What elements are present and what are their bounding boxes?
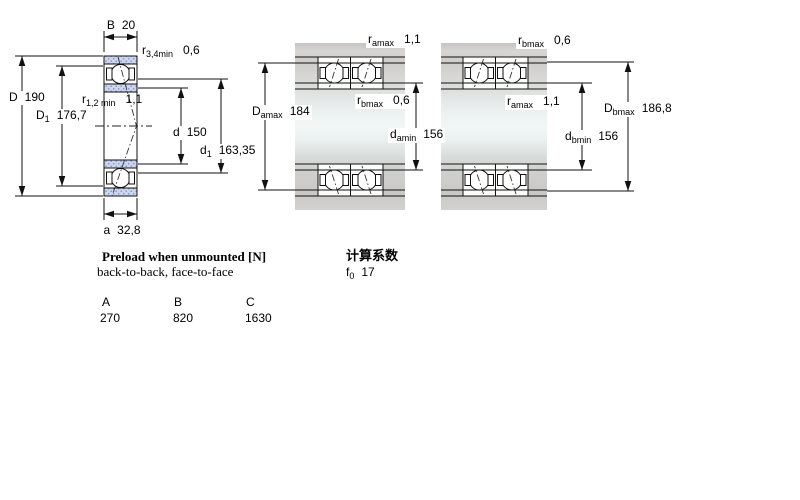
- single-bearing-figure: [15, 31, 228, 220]
- contact-angle-line: [111, 56, 137, 197]
- preload-value-A: 270: [100, 311, 121, 325]
- calc-factors-title: 计算系数: [346, 248, 399, 263]
- preload-subtitle: back-to-back, face-to-face: [97, 264, 234, 279]
- back-to-back-pair-figure: [258, 43, 423, 210]
- preload-value-B: 820: [173, 311, 194, 325]
- preload-col-C: C: [246, 295, 255, 309]
- preload-col-A: A: [102, 295, 111, 309]
- face-to-face-pair-figure: [441, 43, 634, 210]
- ball-bottom: [110, 168, 131, 188]
- preload-title: Preload when unmounted [N]: [102, 249, 267, 264]
- preload-col-B: B: [174, 295, 183, 309]
- preload-value-C: 1630: [245, 311, 272, 325]
